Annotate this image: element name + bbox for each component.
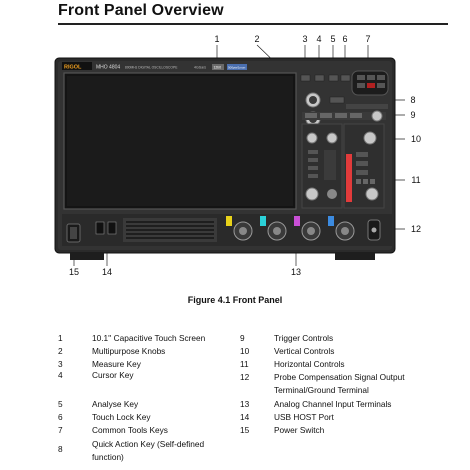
measure-key[interactable] (300, 74, 311, 82)
legend-label: Cursor Key (92, 370, 134, 380)
legend-label: Common Tools Keys (92, 425, 168, 435)
usb-host-ports[interactable] (95, 221, 117, 235)
legend-number: 4 (58, 370, 63, 380)
callout-11: 11 (411, 175, 420, 185)
front-panel-illustration: 1 2 3 4 5 6 7 8 9 10 11 12 13 14 15 (54, 34, 421, 277)
legend-number: 15 (240, 425, 250, 435)
cursor-key[interactable] (314, 74, 325, 82)
legend-number: 1 (58, 333, 63, 343)
legend-number: 2 (58, 346, 63, 356)
front-panel-figure: 1 2 3 4 5 6 7 8 9 10 11 12 13 14 15 (0, 28, 470, 288)
legend-label: Horizontal Controls (274, 359, 345, 369)
page-title: Front Panel Overview (58, 2, 224, 19)
spec-extra: 500pts/1mon (228, 66, 246, 70)
common-tools-keys[interactable] (351, 70, 389, 96)
callout-2: 2 (254, 34, 259, 44)
legend-label: 10.1'' Capacitive Touch Screen (92, 333, 206, 343)
legend-number: 13 (240, 399, 250, 409)
legend-label: Quick Action Key (Self-defined function) (92, 439, 205, 462)
legend-label: Power Switch (274, 425, 325, 435)
legend-number: 9 (240, 333, 245, 343)
brand-logo: RIGOL (64, 65, 82, 71)
touch-lock-key[interactable] (340, 74, 351, 82)
legend-label: Trigger Controls (274, 333, 334, 343)
callout-8: 8 (410, 95, 415, 105)
model-subtitle: 800MHz DIGITAL OSCILLOSCOPE (125, 66, 178, 70)
probe-compensation-terminal[interactable] (367, 219, 381, 241)
callout-15: 15 (69, 267, 79, 277)
spec-bits: 12bit (214, 66, 221, 70)
legend-number: 6 (58, 412, 63, 422)
figure-caption: Figure 4.1 Front Panel (187, 295, 283, 305)
callout-14: 14 (102, 267, 112, 277)
vertical-controls[interactable] (301, 123, 343, 209)
analog-channel-inputs[interactable] (226, 216, 355, 241)
legend-number: 11 (240, 359, 249, 369)
legend-label: USB HOST Port (274, 412, 334, 422)
trigger-controls[interactable] (302, 110, 386, 122)
legend-label: Measure Key (92, 359, 141, 369)
horizontal-controls[interactable] (343, 123, 385, 209)
callout-6: 6 (342, 34, 347, 44)
spec-rate: 4GSa/s (194, 66, 206, 70)
legend-number: 3 (58, 359, 63, 369)
title-rule (58, 23, 448, 25)
callout-12: 12 (411, 224, 421, 234)
analyse-key[interactable] (328, 74, 339, 82)
model-label: MHO 4804 (96, 65, 120, 71)
legend-number: 8 (58, 444, 63, 454)
legend-label: Probe Compensation Signal Output Termina… (274, 372, 405, 395)
callout-1: 1 (214, 34, 219, 44)
callout-9: 9 (410, 110, 415, 120)
legend-label: Analyse Key (92, 399, 139, 409)
legend-number: 12 (240, 372, 250, 382)
callout-3: 3 (302, 34, 307, 44)
legend-number: 5 (58, 399, 63, 409)
legend-label: Multipurpose Knobs (92, 346, 166, 356)
legend-label: Touch Lock Key (92, 412, 151, 422)
legend-label: Vertical Controls (274, 346, 335, 356)
callout-10: 10 (411, 134, 421, 144)
legend-number: 14 (240, 412, 250, 422)
legend-number: 7 (58, 425, 63, 435)
callout-7: 7 (365, 34, 370, 44)
legend-number: 10 (240, 346, 250, 356)
legend-label: Analog Channel Input Terminals (274, 399, 392, 409)
callout-13: 13 (291, 267, 301, 277)
callout-5: 5 (330, 34, 335, 44)
callout-4: 4 (316, 34, 321, 44)
quick-action-key[interactable] (329, 96, 345, 104)
